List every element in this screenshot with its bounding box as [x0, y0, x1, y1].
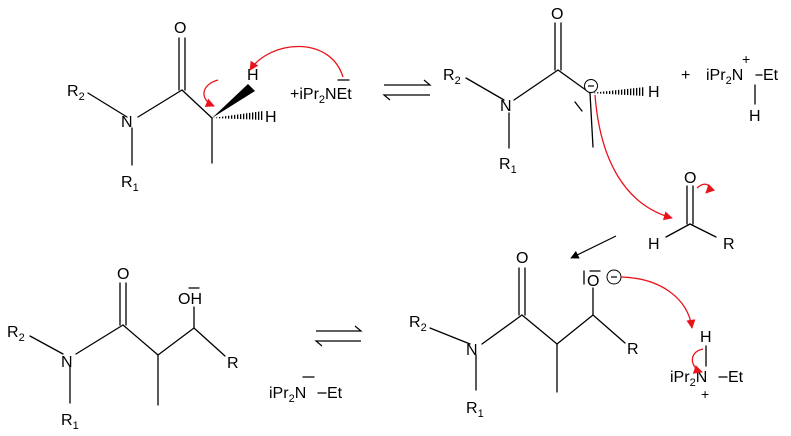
lone-pair-mark	[574, 101, 583, 112]
molecule-alkoxide: O O N R2 R1 R	[409, 250, 639, 420]
hydroxyl-group: OH	[178, 291, 202, 308]
ammonium-reagent-2: H iPr2N Et +	[670, 329, 744, 402]
molecule-aldol-product: O OH N R2 R1 R	[7, 266, 239, 432]
reagent-base-label: iPr2N	[269, 385, 306, 405]
atom-r2: R2	[67, 83, 85, 103]
hash-bond	[590, 87, 645, 96]
atom-oxygen: O	[174, 20, 186, 37]
atom-r: R	[723, 236, 735, 253]
plus-sign: +	[681, 67, 690, 84]
base-reagent-2: iPr2N Et	[269, 376, 343, 405]
wedge-bond	[212, 84, 255, 118]
atom-hydrogen: H	[648, 84, 660, 101]
atom-r2: R2	[443, 67, 461, 87]
ammonium-reagent-1: + iPr2N Et + H	[681, 51, 779, 125]
ethyl-label: Et	[327, 385, 343, 402]
atom-oxygen: O	[551, 6, 563, 23]
red-arrow-deprotonation	[249, 45, 344, 78]
atom-r1: R1	[466, 400, 484, 420]
molecule-amide-start: O N R2 R1 H H	[67, 20, 277, 194]
reagent-base-label: +iPr2NEt	[290, 86, 352, 106]
ammonium-label: iPr2N	[670, 369, 707, 389]
molecule-aldehyde: O H R	[648, 170, 735, 253]
red-arrow-carbonyl	[696, 183, 716, 194]
atom-oxygen: O	[684, 170, 696, 187]
positive-charge: +	[742, 51, 750, 67]
atom-hydrogen: H	[700, 329, 712, 346]
hash-bond	[212, 111, 263, 120]
equilibrium-arrow-2	[314, 325, 363, 347]
atom-r: R	[627, 341, 639, 358]
base-reagent-1: +iPr2NEt	[290, 79, 352, 106]
atom-r: R	[227, 355, 239, 372]
red-arrow-protonation	[620, 276, 696, 329]
red-arrow-nh-bond	[691, 348, 704, 374]
atom-r1: R1	[499, 156, 517, 176]
atom-hydrogen: H	[648, 236, 660, 253]
equilibrium-arrow-1	[382, 79, 432, 101]
ammonium-label: iPr2N	[706, 67, 743, 87]
ethyl-label: Et	[763, 67, 779, 84]
atom-nitrogen: N	[500, 98, 512, 115]
atom-nitrogen: N	[121, 114, 133, 131]
atom-hydrogen: H	[749, 108, 761, 125]
reaction-arrow	[570, 235, 617, 259]
atom-oxygen-carbonyl: O	[516, 250, 528, 267]
atom-oxygen-alkoxide: O	[587, 273, 599, 290]
atom-r2: R2	[7, 324, 25, 344]
red-arrow-ch-bond	[203, 79, 219, 107]
atom-r2: R2	[409, 314, 427, 334]
ethyl-label: Et	[728, 369, 744, 386]
atom-hydrogen-hash: H	[265, 109, 277, 126]
atom-r1: R1	[121, 174, 139, 194]
red-arrow-nucleophilic-attack	[594, 94, 673, 221]
atom-r1: R1	[61, 412, 79, 432]
molecule-carbanion: O N R2 R1 H	[443, 6, 660, 176]
positive-charge: +	[701, 386, 709, 402]
atom-hydrogen-wedge: H	[247, 67, 259, 84]
atom-nitrogen: N	[61, 354, 73, 371]
atom-oxygen: O	[117, 266, 129, 283]
atom-nitrogen: N	[466, 342, 478, 359]
